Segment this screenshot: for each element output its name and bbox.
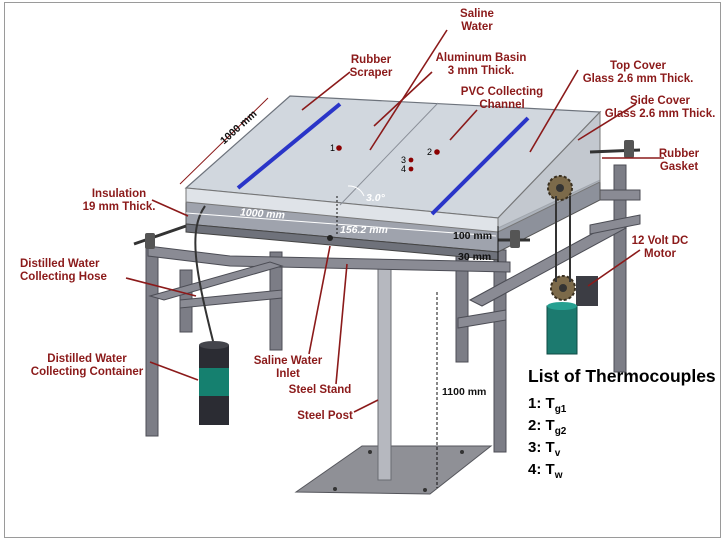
roller-left (145, 233, 155, 249)
leader-top-cover (529, 69, 579, 153)
collecting-hose (194, 205, 215, 346)
frame-rail-right (468, 221, 628, 307)
sprocket-lower-hub (559, 284, 567, 292)
leader-saline-inlet (308, 245, 331, 355)
dim-angle: 3.0° (366, 192, 385, 204)
frame-bracket (599, 189, 641, 201)
tc-marker-1: 1 (330, 143, 336, 153)
thermocouple-1-dot (336, 145, 342, 151)
thermocouple-item: 3: Tv (528, 439, 561, 459)
thermocouple-4-dot (408, 166, 414, 172)
leg-right-outer (493, 249, 507, 453)
leader-steel-stand (335, 263, 348, 385)
base-plate (294, 445, 493, 495)
label-steel-stand: Steel Stand (288, 384, 352, 396)
tc-marker-3: 3 (401, 155, 407, 165)
diagram-border (4, 2, 721, 538)
motor-housing (546, 305, 578, 355)
leader-rubber-scraper (301, 71, 351, 111)
leader-side-cover (577, 103, 637, 141)
frame-bracket-lower (589, 214, 641, 235)
frame-rail-left (148, 261, 284, 301)
motor-housing-top (547, 302, 577, 310)
saline-inlet-nozzle (327, 235, 333, 241)
thermocouple-item: 2: Tg2 (528, 417, 567, 437)
dim-30: 30 mm (458, 251, 492, 263)
leader-container (149, 361, 199, 381)
leg-back-left (269, 251, 283, 351)
rubber-scraper-right (430, 116, 530, 216)
angle-arc (347, 185, 365, 197)
tc-marker-4: 4 (401, 164, 407, 174)
dim-100: 100 mm (453, 230, 493, 242)
leader-steel-post (353, 399, 379, 413)
leader-insulation (151, 199, 189, 217)
plate-bolt (368, 450, 372, 454)
leader-aluminum-basin (373, 71, 433, 127)
roller-back-right (624, 140, 634, 158)
dim-156: 156.2 mm (340, 224, 388, 236)
shaft-left (133, 224, 187, 246)
thermocouple-item: 4: Tw (528, 461, 563, 481)
leader-motor (587, 249, 641, 287)
thermocouple-3-dot (408, 157, 414, 163)
dim-line-1000-depth (179, 97, 269, 185)
steel-post (377, 267, 392, 481)
leader-distilled-hose (125, 277, 197, 297)
plate-bolt (423, 488, 427, 492)
thermocouple-item: 1: Tg1 (528, 395, 567, 415)
rubber-scraper-left (236, 102, 342, 190)
dim-line-1000-width (185, 212, 497, 237)
thermocouple-list: List of Thermocouples 1: Tg1 2: Tg2 3: T… (528, 366, 718, 481)
thermocouple-2-dot (434, 149, 440, 155)
thermocouple-list-title: List of Thermocouples (528, 366, 716, 386)
plate-bolt (460, 450, 464, 454)
label-steel-post: Steel Post (297, 410, 353, 422)
leader-pvc-channel (449, 109, 478, 141)
sprocket-upper-hub (556, 184, 564, 192)
container-top (199, 341, 229, 349)
roller-front-right (510, 230, 520, 248)
plate-bolt (333, 487, 337, 491)
leg-front-left (145, 247, 159, 437)
dim-1100: 1100 mm (442, 386, 487, 398)
container-band (199, 368, 229, 396)
tc-marker-2: 2 (427, 147, 433, 157)
frame-cross-left (179, 289, 283, 309)
frame-cross (457, 309, 507, 329)
leader-lines (125, 29, 664, 413)
leader-saline-water (369, 29, 448, 151)
frame-rail-front (147, 245, 511, 273)
